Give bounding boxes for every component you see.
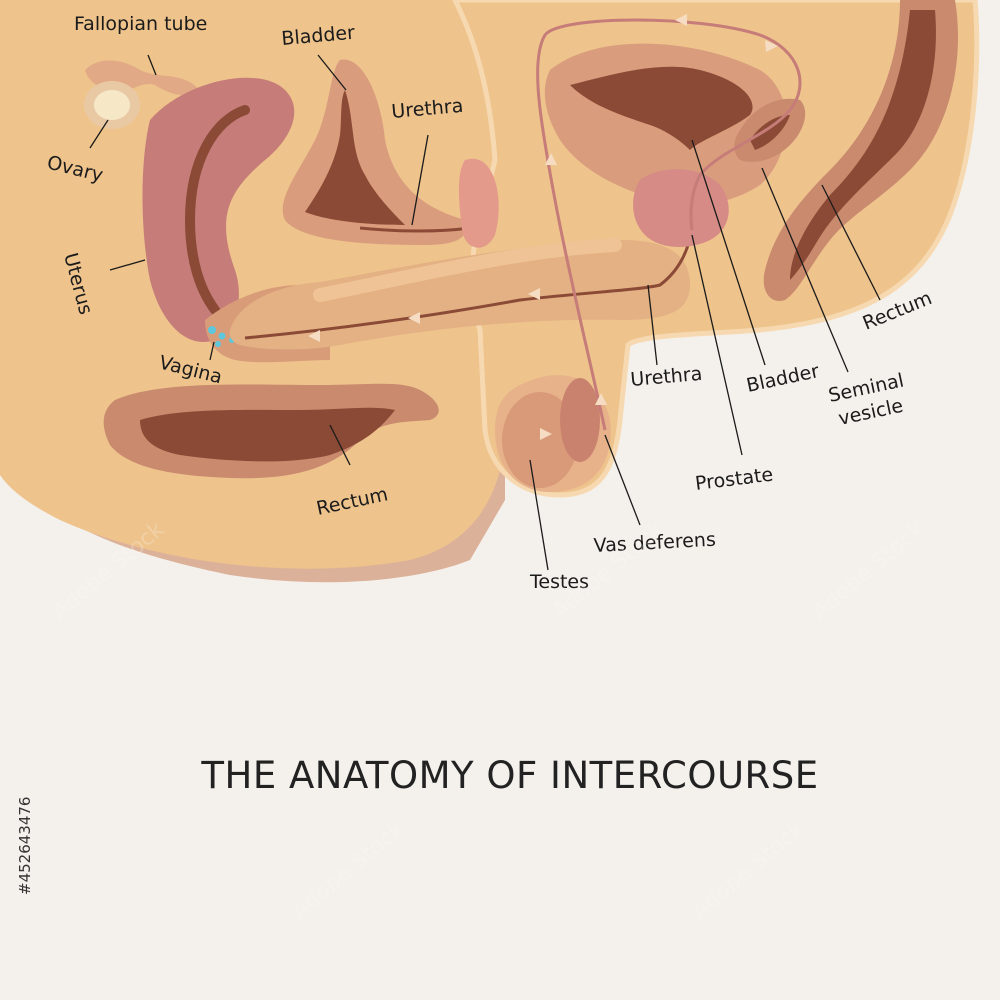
watermark-layer: Adobe Stock Adobe Stock Adobe Stock Adob… bbox=[48, 517, 930, 925]
rectum-female-inner bbox=[140, 407, 395, 462]
vas-deferens-tube bbox=[536, 18, 802, 431]
pubic-bone-female bbox=[458, 158, 499, 248]
bladder-female-inner bbox=[305, 90, 405, 225]
penis-shape bbox=[229, 240, 690, 350]
penis-highlight bbox=[313, 238, 622, 302]
urethra-male-tube bbox=[244, 229, 694, 340]
watermark-text: Adobe Stock bbox=[808, 517, 930, 625]
label-fallopian-tube: Fallopian tube bbox=[74, 13, 207, 35]
label-urethra-male: Urethra bbox=[630, 363, 704, 391]
uterus-shape bbox=[142, 77, 295, 342]
stock-id: #452643476 bbox=[16, 797, 34, 895]
watermark-text: Adobe Stock bbox=[288, 817, 410, 925]
epididymis-shape bbox=[560, 378, 600, 462]
ovary-inner bbox=[94, 90, 130, 120]
uterus-cavity bbox=[184, 105, 250, 315]
leader-lines bbox=[89, 54, 881, 571]
watermark-text: Adobe Stock bbox=[688, 817, 810, 925]
rectum-male-inner bbox=[790, 10, 936, 280]
prostate-shape bbox=[633, 169, 729, 247]
seminal-vesicle-inner bbox=[750, 115, 790, 150]
diagram-title: THE ANATOMY OF INTERCOURSE bbox=[200, 754, 818, 797]
label-testes: Testes bbox=[529, 571, 589, 593]
bladder-male-inner bbox=[570, 66, 753, 150]
semen-drops bbox=[208, 326, 235, 347]
label-prostate: Prostate bbox=[694, 464, 774, 495]
urethra-female-tube bbox=[359, 226, 471, 233]
flow-arrows bbox=[308, 14, 778, 440]
label-bladder-male: Bladder bbox=[744, 360, 821, 397]
